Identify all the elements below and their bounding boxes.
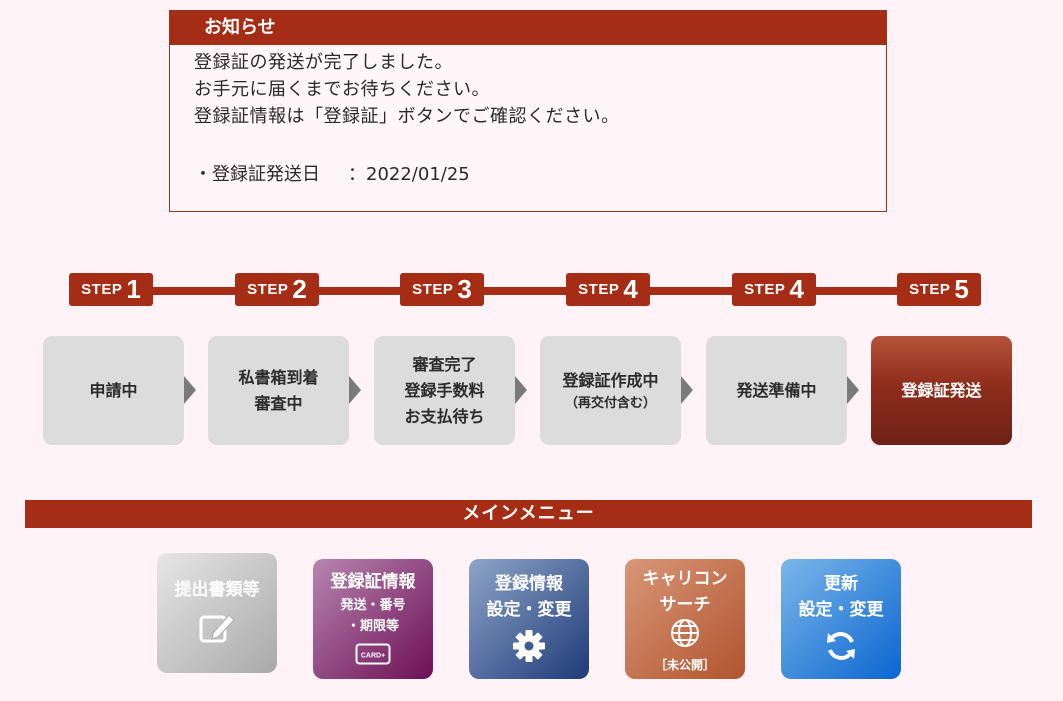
card-icon-label: CARD+ (361, 653, 385, 660)
notice-line: 登録証情報は「登録証」ボタンでご確認ください。 (194, 106, 620, 127)
step-arrow-icon (847, 376, 859, 404)
menu-tile-certificate-info[interactable]: 登録証情報 発送・番号 ・期限等 CARD+ (313, 559, 433, 679)
refresh-icon (824, 629, 858, 667)
notice-title: お知らせ (170, 11, 886, 45)
shipping-date-row: ・登録証発送日 ：2022/01/25 (170, 160, 886, 186)
notice-body: 登録証の発送が完了しました。 お手元に届くまでお待ちください。 登録証情報は「登… (170, 45, 886, 130)
menu-tile-renewal-settings[interactable]: 更新 設定・変更 (781, 559, 901, 679)
step-box-reviewing: 私書箱到着審査中 (208, 336, 349, 445)
gear-icon (512, 629, 546, 667)
tile-label: キャリコン (642, 568, 728, 589)
card-icon: CARD+ (355, 643, 391, 669)
menu-tile-submitted-documents[interactable]: 提出書類等 (157, 553, 277, 673)
shipping-date-value: ：2022/01/25 (348, 164, 470, 185)
step-box-applying: 申請中 (43, 336, 184, 445)
tile-label: 登録情報 (495, 574, 563, 594)
tile-sublabel: 設定・変更 (486, 600, 572, 620)
notice-box: お知らせ 登録証の発送が完了しました。 お手元に届くまでお待ちください。 登録証… (169, 10, 887, 212)
edit-icon (197, 609, 237, 649)
tile-label: 登録証情報 (330, 572, 416, 592)
step-box-creating-cert: 登録証作成中（再交付含む） (540, 336, 681, 445)
shipping-date-label: ・登録証発送日 (194, 164, 320, 185)
menu-tile-registration-settings[interactable]: 登録情報 設定・変更 (469, 559, 589, 679)
tile-sublabel: 設定・変更 (798, 600, 884, 620)
menu-tile-careercon-search[interactable]: キャリコン サーチ ［未公開］ (625, 559, 745, 679)
step-arrow-icon (184, 376, 196, 404)
step-box-preparing-shipment: 発送準備中 (706, 336, 847, 445)
notice-line: お手元に届くまでお待ちください。 (194, 79, 490, 100)
step-arrow-icon (515, 376, 527, 404)
tile-sublabel: 発送・番号 ・期限等 (340, 598, 406, 634)
tile-label: 更新 (824, 574, 858, 594)
step-arrow-icon (681, 376, 693, 404)
notice-line: 登録証の発送が完了しました。 (194, 52, 453, 73)
step-box-cert-shipped: 登録証発送 (871, 336, 1012, 445)
tile-sublabel: サーチ (659, 594, 711, 615)
globe-icon (670, 618, 700, 652)
main-menu-header: メインメニュー (25, 500, 1032, 528)
step-box-awaiting-payment: 審査完了登録手数料お支払待ち (374, 336, 515, 445)
unpublished-badge: ［未公開］ (654, 657, 715, 672)
step-progress-line (100, 287, 960, 295)
tile-label: 提出書類等 (174, 580, 260, 600)
step-arrow-icon (349, 376, 361, 404)
